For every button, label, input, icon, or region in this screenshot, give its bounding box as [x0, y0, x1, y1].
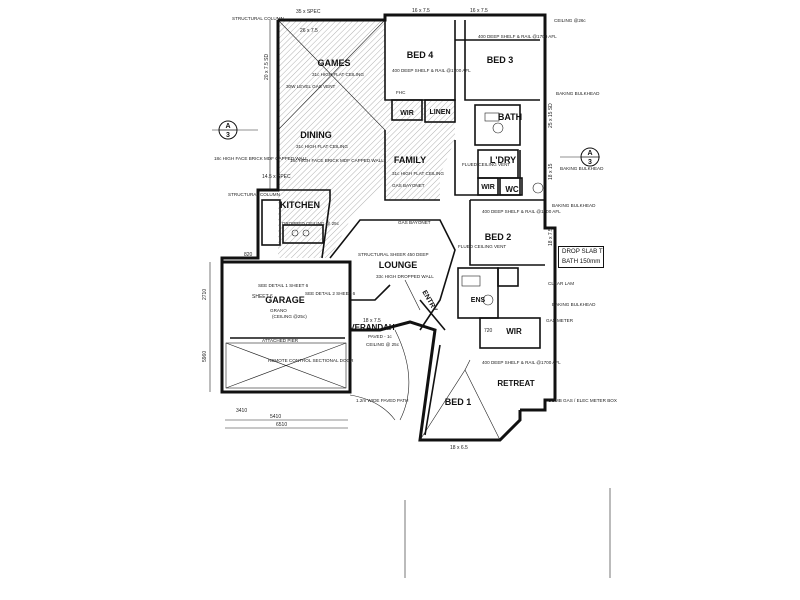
note-gas-bayonet-family: GAS BAYONET — [392, 183, 425, 188]
note-gas-meter: GAS METER — [546, 318, 574, 323]
room-label-bed3: BED 3 — [487, 55, 514, 65]
dim-top-1: 35 x SPEC — [296, 9, 321, 15]
note-lounge-ceiling: 33c HIGH DROPPED WALL — [376, 274, 434, 279]
room-label-bed1: BED 1 — [445, 397, 472, 407]
dining-hatch — [278, 130, 385, 258]
dim-garage-height: 5960 — [202, 351, 208, 362]
note-fhc: FHC — [396, 90, 406, 95]
note-baking-bulkhead-2: BAKING BULKHEAD — [560, 166, 604, 171]
section-marker-left: A 3 — [212, 120, 258, 140]
drop-slab-note: DROP SLAB TO BATH 150mm — [558, 246, 604, 268]
dim-right-1: 25 x 15 SD — [548, 103, 554, 128]
outer-wall-south — [348, 300, 522, 442]
note-games-ceiling: 31c HIGH FLAT CEILING — [312, 72, 364, 77]
room-label-dining: DINING — [300, 130, 332, 140]
note-comb-box: COMB GAS / ELEC METER BOX — [548, 398, 617, 403]
note-kitchen-dropped: DROPPED CEILING @ 25c — [282, 221, 340, 226]
dim-garage-w2: 6510 — [276, 422, 287, 428]
svg-text:A: A — [587, 150, 592, 157]
dim-sheet-label: SHEET 6 — [252, 294, 273, 300]
dim-right-2: 18 x 15 — [548, 163, 554, 180]
note-structural-column-top: STRUCTURAL COLUMN — [232, 16, 284, 21]
note-structural-column-left: STRUCTURAL COLUMN — [228, 192, 280, 197]
room-label-laundry: L'DRY — [490, 155, 516, 165]
note-ceiling-top-right: CEILING @26c — [554, 18, 586, 23]
room-label-retreat: RETREAT — [497, 379, 534, 388]
room-label-kitchen: KITCHEN — [280, 200, 320, 210]
note-gas-bayonet-lounge: GAS BAYONET — [398, 220, 431, 225]
room-label-games: GAMES — [317, 58, 350, 68]
room-label-verandah: VERANDAH — [349, 323, 395, 332]
room-label-ens: ENS — [471, 297, 486, 304]
dim-verandah: 18 x 7.5 — [363, 318, 381, 324]
room-label-wc: WC — [505, 185, 519, 194]
note-bed1-shelf: 400 DEEP SHELF & RAIL @1700 AFL — [482, 360, 561, 365]
room-label-lounge: LOUNGE — [379, 260, 418, 270]
family-hatch — [385, 100, 455, 200]
note-baking-bulkhead-4: BAKING BULKHEAD — [552, 302, 596, 307]
section-marker-right: A 3 — [560, 147, 600, 167]
note-dining-ceiling: 31c HIGH FLAT CEILING — [296, 144, 348, 149]
room-label-wir-master: WIR — [506, 327, 522, 336]
outer-wall-west-upper — [220, 20, 280, 262]
dim-garage-w3: 5410 — [270, 414, 281, 420]
note-garage-door: REMOTE CONTROL SECTIONAL DOOR — [268, 358, 354, 363]
note-bed3-shelf: 400 DEEP SHELF & RAIL @1700 AFL — [478, 34, 557, 39]
dim-right-3: 18 x 7.5 — [548, 228, 554, 246]
note-garage-sub: GRANO — [270, 308, 287, 313]
note-see-detail-1: SEE DETAIL 1 SHEET 6 — [258, 283, 309, 288]
drop-slab-note-line2: BATH 150mm — [562, 258, 601, 265]
note-verandah-ceiling: CEILING @ 25c — [366, 342, 400, 347]
svg-text:3: 3 — [226, 132, 230, 139]
note-family-ceiling: 31c HIGH FLAT CEILING — [392, 171, 444, 176]
note-verandah-sub: PAVED - 1c — [368, 334, 393, 339]
dim-left-1: 20 x 7.5 SD — [264, 53, 270, 80]
room-label-wir-laundry: WIR — [481, 184, 495, 191]
dim-garage-left: 2710 — [202, 289, 208, 300]
dim-top-2: 16 x 7.5 — [412, 8, 430, 14]
dim-top-3: 16 x 7.5 — [470, 8, 488, 14]
note-bed4-shelf: 400 DEEP SHELF & RAIL @1700 AFL — [392, 68, 471, 73]
dim-bed1: 18 x 6.5 — [450, 445, 468, 451]
dim-garage-w1: 3410 — [236, 408, 247, 414]
room-label-entry: ENTRY — [420, 289, 438, 313]
svg-text:3: 3 — [588, 159, 592, 166]
dim-left-2: 14.5 x SPEC — [262, 174, 291, 180]
dim-games-width: 26 x 7.5 — [300, 28, 318, 34]
note-baking-bulkhead-1: BAKING BULKHEAD — [556, 91, 600, 96]
note-flued-vent-1: FLUED CEILING VENT — [462, 162, 510, 167]
room-label-linen: LINEN — [430, 109, 451, 116]
room-label-bath: BATH — [498, 112, 522, 122]
drop-slab-note-line1: DROP SLAB TO — [562, 248, 604, 255]
garage-wall — [220, 260, 352, 394]
note-garage-ceiling: (CEILING @25c) — [272, 314, 307, 319]
note-paved-path: 1.2m WIDE PAVED PATH — [356, 398, 409, 403]
note-flued-vent-2: FLUED CEILING VENT — [458, 244, 506, 249]
svg-text:A: A — [225, 123, 230, 130]
dim-720: 720 — [484, 328, 493, 334]
room-label-bed4: BED 4 — [407, 50, 434, 60]
note-face-brick-wall-2: 18c HIGH FACE BRICK MDF CAPPED WALL — [290, 158, 384, 163]
room-label-bed2: BED 2 — [485, 232, 512, 242]
outer-wall-north-east — [278, 13, 557, 412]
note-face-brick-wall: 18c HIGH FACE BRICK MDF CAPPED WALL — [214, 156, 308, 161]
note-attached-pier: ATTACHED PIER — [262, 338, 299, 343]
note-see-detail-2: SEE DETAIL 2 SHEET 6 — [305, 291, 356, 296]
note-clear-lam: CLEAR LAM — [548, 281, 574, 286]
note-baking-bulkhead-3: BAKING BULKHEAD — [552, 203, 596, 208]
note-gas-vent: 30W LEVEL GAS VENT — [286, 84, 336, 89]
note-bed2-shelf: 400 DEEP SHELF & RAIL @1700 AFL — [482, 209, 561, 214]
room-label-garage: GARAGE — [265, 295, 305, 305]
room-label-family: FAMILY — [394, 155, 426, 165]
note-sheer-wall: STRUCTURAL SHEER 450 DEEP — [358, 252, 429, 257]
room-label-wir-bed4: WIR — [400, 110, 414, 117]
dim-820: 820 — [244, 252, 253, 258]
